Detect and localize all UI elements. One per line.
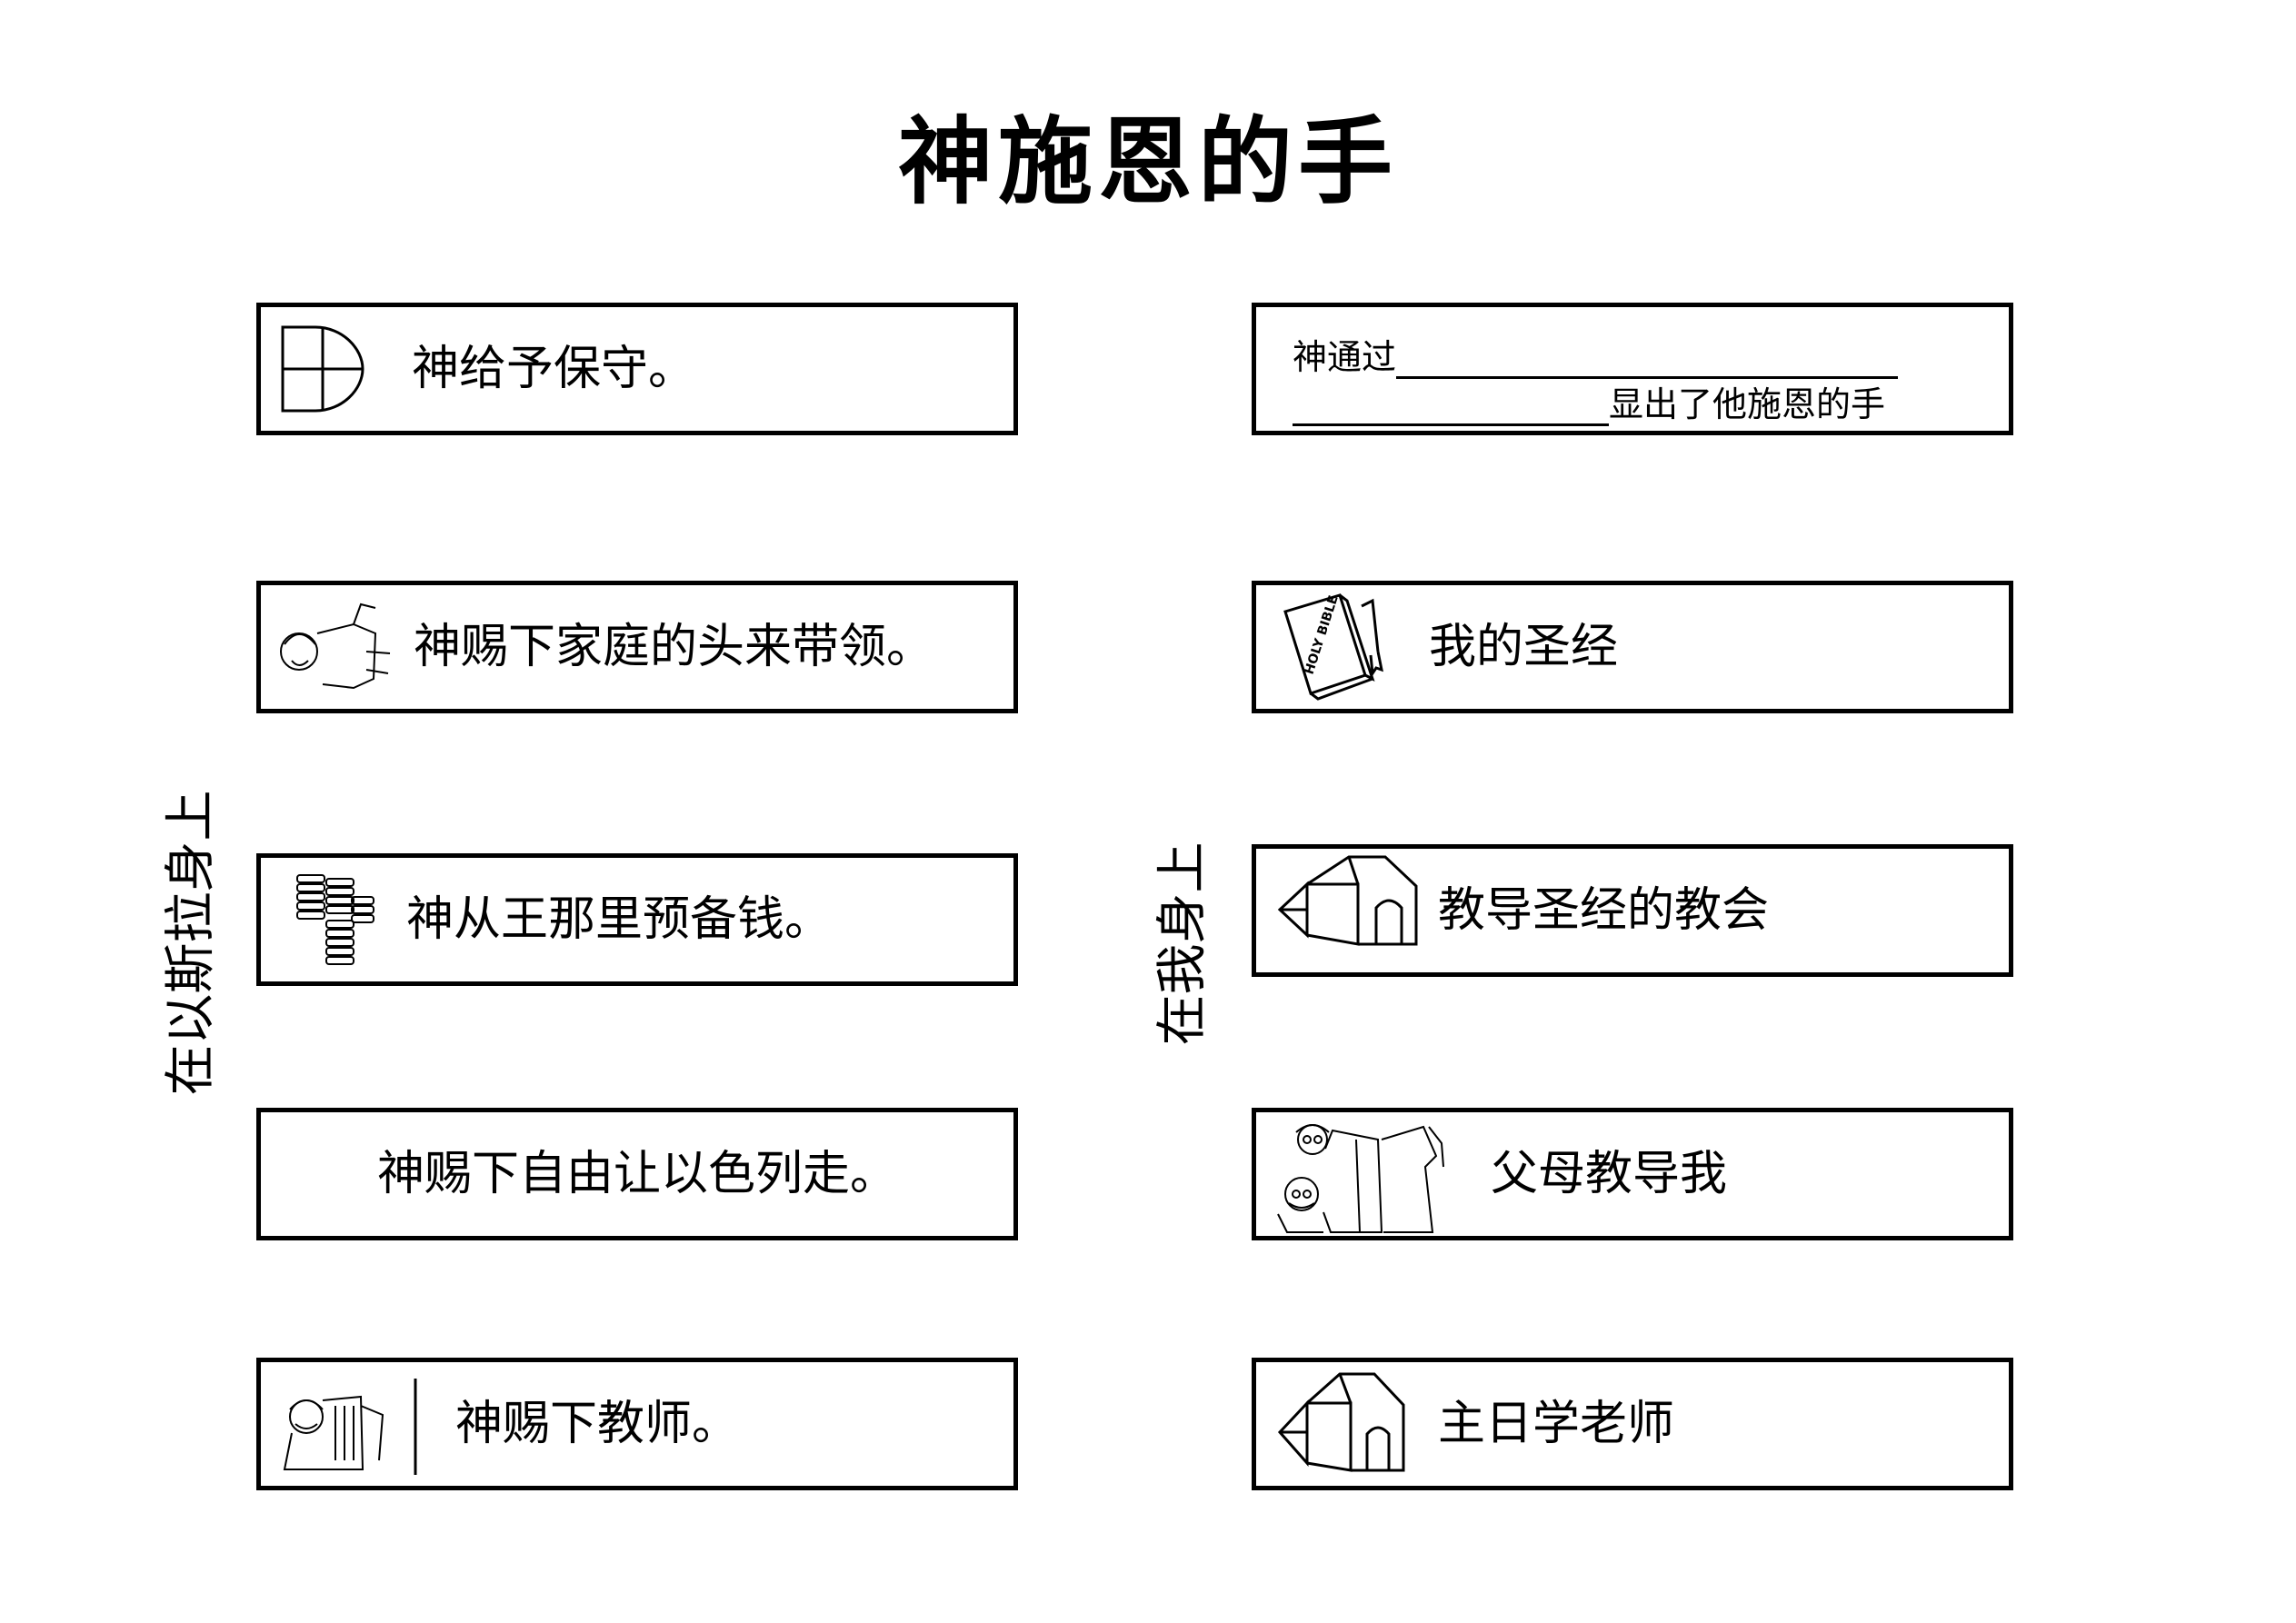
fill-in-card: 神通过 显出了他施恩的手 [1252, 303, 2013, 435]
left-card-5: 神赐下教师。 [256, 1358, 1018, 1490]
fill-in-suffix: 显出了他施恩的手 [1609, 384, 1886, 424]
parents-icon [1269, 1112, 1451, 1236]
answer-blank-2[interactable] [1293, 391, 1609, 426]
teacher-figure-icon [270, 1362, 424, 1486]
card-label: 神给予保守。 [412, 342, 696, 396]
card-label: 教导圣经的教会 [1438, 883, 1770, 938]
right-card-1: HOLY BIBLE 我的圣经 [1252, 581, 2013, 713]
card-label: 主日学老师 [1438, 1397, 1675, 1451]
coin-stacks-icon [294, 858, 381, 981]
shield-icon [279, 307, 366, 431]
page-title: 神施恩的手 [897, 105, 1398, 217]
card-label: 神赐下自由让以色列走。 [376, 1147, 897, 1201]
card-label: 神从王那里预备钱。 [406, 892, 833, 947]
bible-icon: HOLY BIBLE [1276, 585, 1403, 709]
fill-in-prefix: 神通过 [1293, 337, 1397, 377]
left-card-1: 神给予保守。 [256, 303, 1018, 435]
card-label: 父母教导我 [1491, 1147, 1728, 1201]
answer-blank-1[interactable] [1396, 344, 1899, 379]
left-card-3: 神从王那里预备钱。 [256, 853, 1018, 986]
left-side-label: 在以斯拉身上 [161, 790, 221, 1096]
father-figure-icon [266, 585, 394, 709]
fill-in-line-1: 神通过 [1293, 329, 1899, 379]
card-label: 我的圣经 [1429, 620, 1619, 674]
church-icon [1276, 849, 1422, 972]
left-card-4: 神赐下自由让以色列走。 [256, 1108, 1018, 1240]
right-card-2: 教导圣经的教会 [1252, 844, 2013, 977]
card-label: 神赐下教师。 [455, 1397, 740, 1451]
right-card-3: 父母教导我 [1252, 1108, 2013, 1240]
left-card-2: 神赐下家庭的头来带领。 [256, 581, 1018, 713]
card-label: 神赐下家庭的头来带领。 [414, 620, 934, 674]
church-icon [1276, 1362, 1413, 1486]
right-card-4: 主日学老师 [1252, 1358, 2013, 1490]
right-side-label: 在我身上 [1153, 841, 1213, 1046]
fill-in-line-2: 显出了他施恩的手 [1293, 376, 1885, 426]
